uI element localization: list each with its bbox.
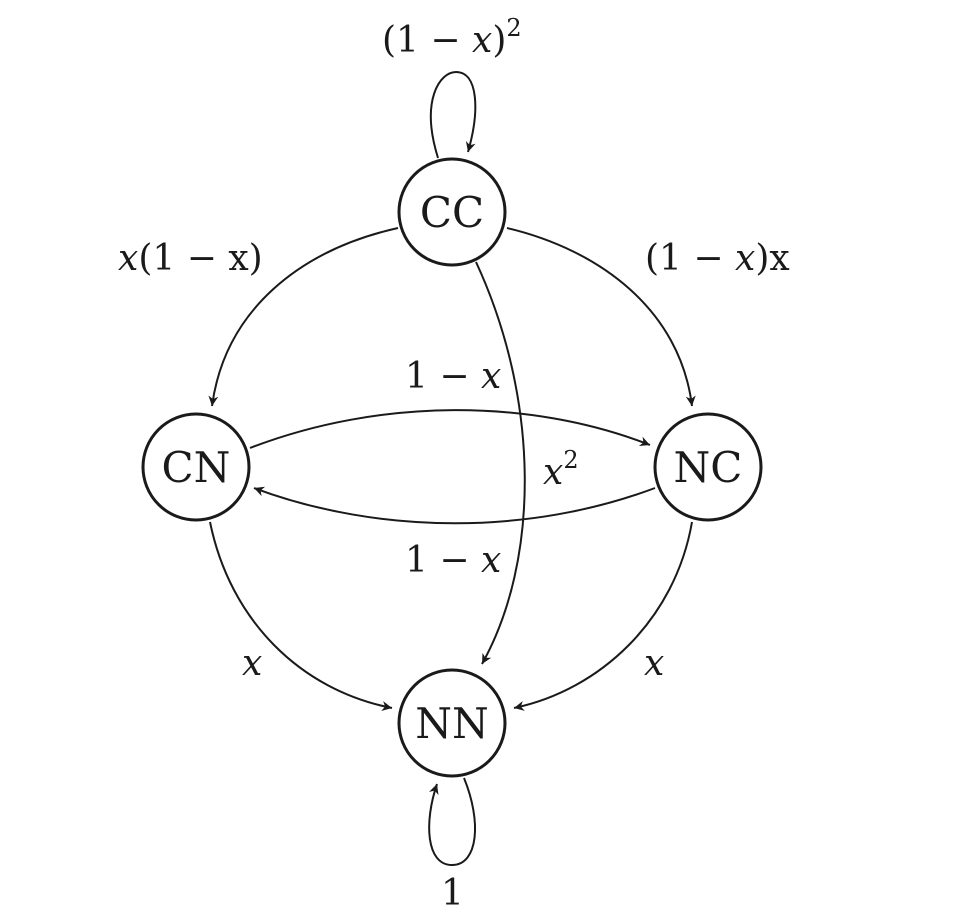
node-nn: NN xyxy=(397,668,507,778)
edge-nn-self-loop xyxy=(428,777,476,867)
node-nc-label: NC xyxy=(674,443,743,492)
label-cn-to-nn: x xyxy=(242,643,262,684)
edge-nc-to-cn xyxy=(253,486,656,525)
node-nc: NC xyxy=(653,412,763,522)
edge-cn-to-nc xyxy=(249,409,651,449)
label-cc-to-nn: x2 xyxy=(543,446,579,493)
label-nc-to-nn: x xyxy=(644,643,664,684)
edge-nc-to-nn xyxy=(513,521,693,711)
node-cc: CC xyxy=(397,157,507,267)
label-cn-to-nc: 1 − x xyxy=(405,356,501,397)
label-nc-to-cn: 1 − x xyxy=(405,540,501,581)
node-nn-label: NN xyxy=(415,699,489,748)
edge-cn-to-nn xyxy=(209,521,393,711)
node-cn-label: CN xyxy=(162,443,231,492)
label-cc-to-cn: x(1 − x) xyxy=(118,238,263,279)
edge-cc-self-loop xyxy=(429,70,477,159)
edge-cc-to-cn xyxy=(208,227,399,407)
edge-cc-to-nc xyxy=(506,227,696,407)
node-cc-label: CC xyxy=(420,188,484,237)
edge-cc-to-nn xyxy=(475,261,526,665)
node-cn: CN xyxy=(141,412,251,522)
label-cc-self: (1 − x)2 xyxy=(382,14,522,61)
label-nn-self: 1 xyxy=(441,873,464,914)
label-cc-to-nc: (1 − x)x xyxy=(645,238,790,279)
